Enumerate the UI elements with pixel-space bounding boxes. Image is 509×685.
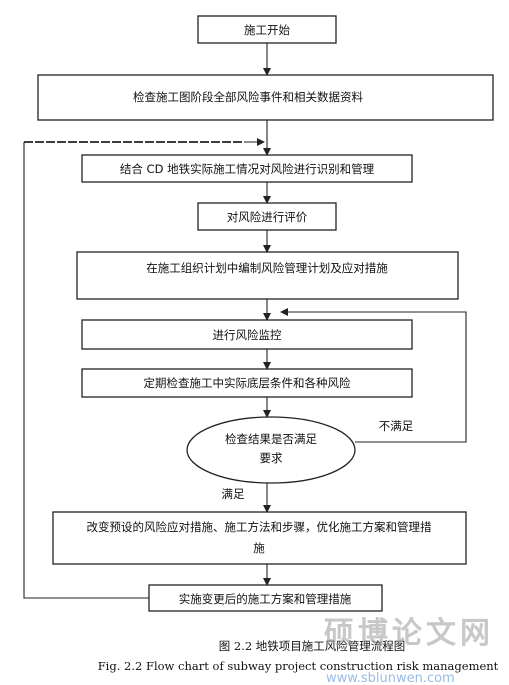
- inspect-data-text: 检查施工图阶段全部风险事件和相关数据资料: [133, 90, 363, 104]
- loop-not-satisfied: [280, 308, 467, 443]
- evaluate-box: [197, 202, 337, 231]
- improve-box: [52, 511, 467, 565]
- monitor-text: 进行风险监控: [213, 328, 282, 342]
- plan-box: [76, 251, 459, 300]
- watermark-url: www.sblunwen.com: [326, 671, 455, 685]
- identify-box: [81, 154, 413, 183]
- implement-text: 实施变更后的施工方案和管理措施: [179, 592, 352, 606]
- caption-cn: 图 2.2 地铁项目施工风险管理流程图: [219, 639, 406, 653]
- loop-implement-line: [23, 142, 149, 599]
- improve-text-line1: 改变预设的风险应对措施、施工方法和步骤，优化施工方案和管理措: [87, 520, 432, 534]
- label-not-satisfied: 不满足: [379, 419, 414, 433]
- decision-text-line1: 检查结果是否满足: [225, 432, 317, 446]
- decision-text-line2: 要求: [260, 451, 283, 465]
- monitor-box: [81, 319, 413, 350]
- inspect-data-box: [37, 74, 494, 121]
- watermark-logo: 硕博论文网: [324, 616, 494, 651]
- start-text: 施工开始: [244, 23, 290, 37]
- caption-en: Fig. 2.2 Flow chart of subway project co…: [98, 659, 499, 673]
- identify-text: 结合 CD 地铁实际施工情况对风险进行识别和管理: [120, 162, 375, 176]
- plan-text: 在施工组织计划中编制风险管理计划及应对措施: [146, 261, 388, 275]
- decision-ellipse: [186, 416, 356, 484]
- periodic-check-text: 定期检查施工中实际底层条件和各种风险: [144, 376, 351, 390]
- improve-text-line2: 施: [253, 541, 265, 555]
- periodic-check-box: [81, 368, 413, 398]
- start-box: [197, 15, 337, 44]
- label-satisfied: 满足: [222, 487, 245, 501]
- evaluate-text: 对风险进行评价: [227, 210, 308, 224]
